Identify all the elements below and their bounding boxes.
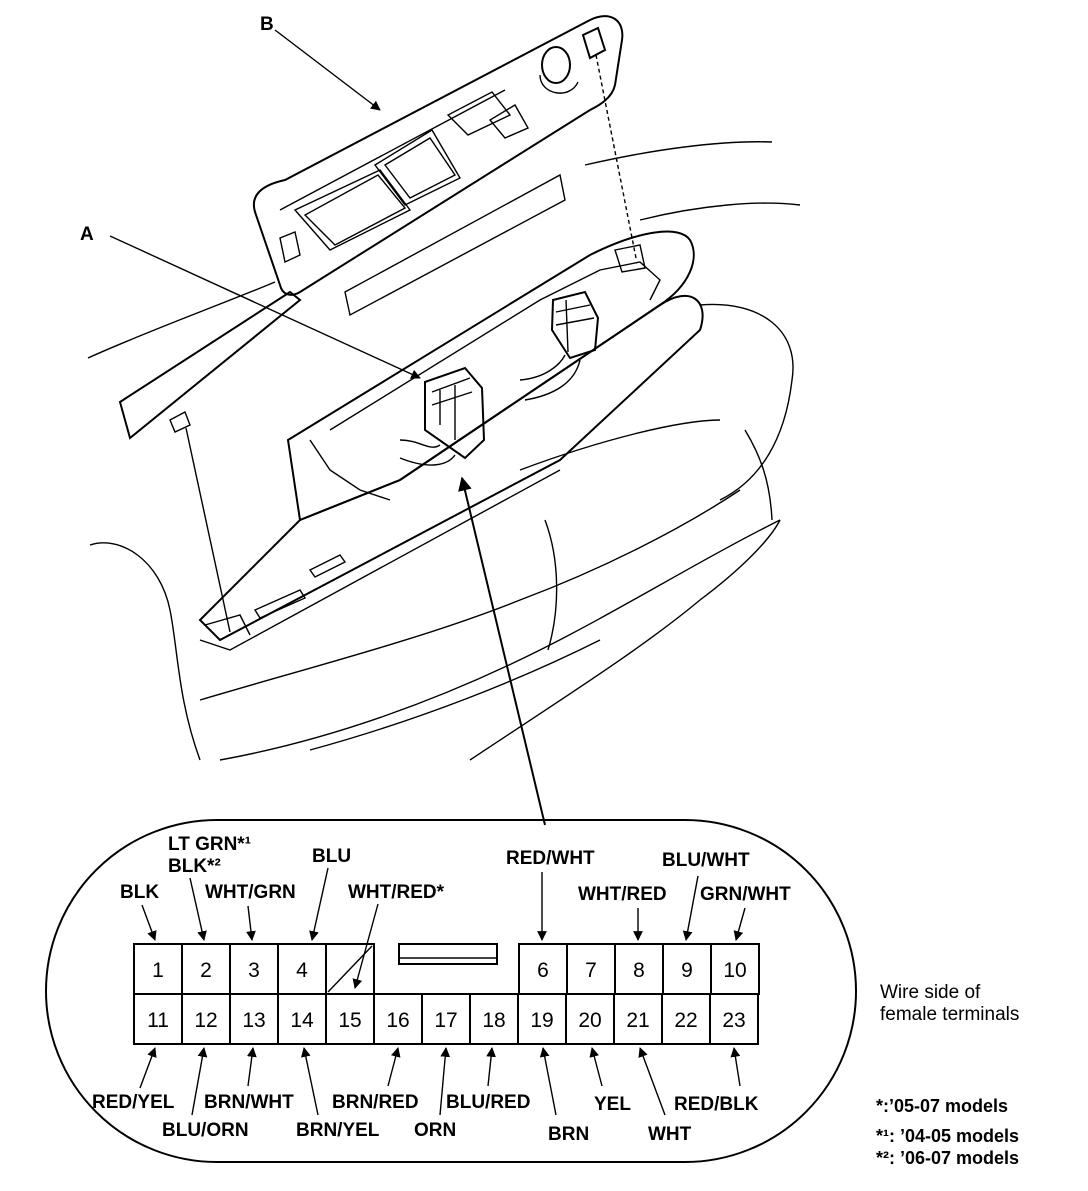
pin-3: 3: [248, 959, 260, 982]
pin-14: 14: [290, 1009, 314, 1032]
footnote-2: *¹: ’04-05 models: [876, 1126, 1019, 1146]
wire-label-20: YEL: [594, 1094, 631, 1115]
pin-8: 8: [633, 959, 645, 982]
pin-18: 18: [482, 1009, 505, 1032]
wire-label-2a: LT GRN*¹: [168, 834, 251, 855]
detail-pointer-arrow: [458, 476, 546, 826]
pin-22: 22: [674, 1009, 697, 1032]
pin-6: 6: [537, 959, 549, 982]
wire-label-18: BLU/RED: [446, 1092, 530, 1113]
wire-label-6: RED/WHT: [506, 848, 595, 869]
connector-detail-outline: [45, 819, 857, 1163]
wire-side-label-line2: female terminals: [880, 1004, 1019, 1025]
wire-label-8: WHT/RED: [578, 884, 667, 905]
pin-20: 20: [578, 1009, 601, 1032]
connector-top-row: [133, 943, 760, 995]
wire-label-12: BLU/ORN: [162, 1120, 249, 1141]
wire-label-11: RED/YEL: [92, 1092, 175, 1113]
wire-label-21: WHT: [648, 1124, 692, 1145]
pin-13: 13: [242, 1009, 265, 1032]
wire-label-13: BRN/WHT: [204, 1092, 294, 1113]
pin-12: 12: [194, 1009, 217, 1032]
wire-label-5: WHT/RED*: [348, 882, 445, 903]
callout-b: B: [260, 14, 274, 35]
wire-label-1: BLK: [120, 882, 159, 903]
wire-label-9: BLU/WHT: [662, 850, 750, 871]
bottom-wire-leaders: [139, 1047, 741, 1116]
connector-bottom-row: [133, 993, 759, 1045]
top-wire-leaders: [141, 867, 746, 989]
pin-4: 4: [296, 959, 308, 982]
wire-label-10: GRN/WHT: [700, 884, 791, 905]
wire-label-4: BLU: [312, 846, 351, 867]
wire-label-2b: BLK*²: [168, 856, 221, 877]
footnote-3: *²: ’06-07 models: [876, 1148, 1019, 1168]
wire-label-17: ORN: [414, 1120, 456, 1141]
pin-23: 23: [722, 1009, 745, 1032]
wire-label-3: WHT/GRN: [205, 882, 296, 903]
pin-15: 15: [338, 1009, 361, 1032]
pin-16: 16: [386, 1009, 409, 1032]
pin-17: 17: [434, 1009, 457, 1032]
pin-2: 2: [200, 959, 212, 982]
door-panel-illustration: [87, 15, 801, 761]
pin-7: 7: [585, 959, 597, 982]
footnote-1: *:’05-07 models: [876, 1096, 1008, 1116]
pin-21: 21: [626, 1009, 649, 1032]
pin-10: 10: [723, 959, 746, 982]
pin-9: 9: [681, 959, 693, 982]
wire-label-23: RED/BLK: [674, 1094, 759, 1115]
wire-side-label-line1: Wire side of: [880, 982, 981, 1003]
pin-1: 1: [152, 959, 164, 982]
wire-label-14: BRN/YEL: [296, 1120, 380, 1141]
pin-19: 19: [530, 1009, 553, 1032]
pin-11: 11: [147, 1009, 169, 1032]
wire-label-16: BRN/RED: [332, 1092, 419, 1113]
wire-label-19: BRN: [548, 1124, 589, 1145]
callout-a: A: [80, 224, 94, 245]
